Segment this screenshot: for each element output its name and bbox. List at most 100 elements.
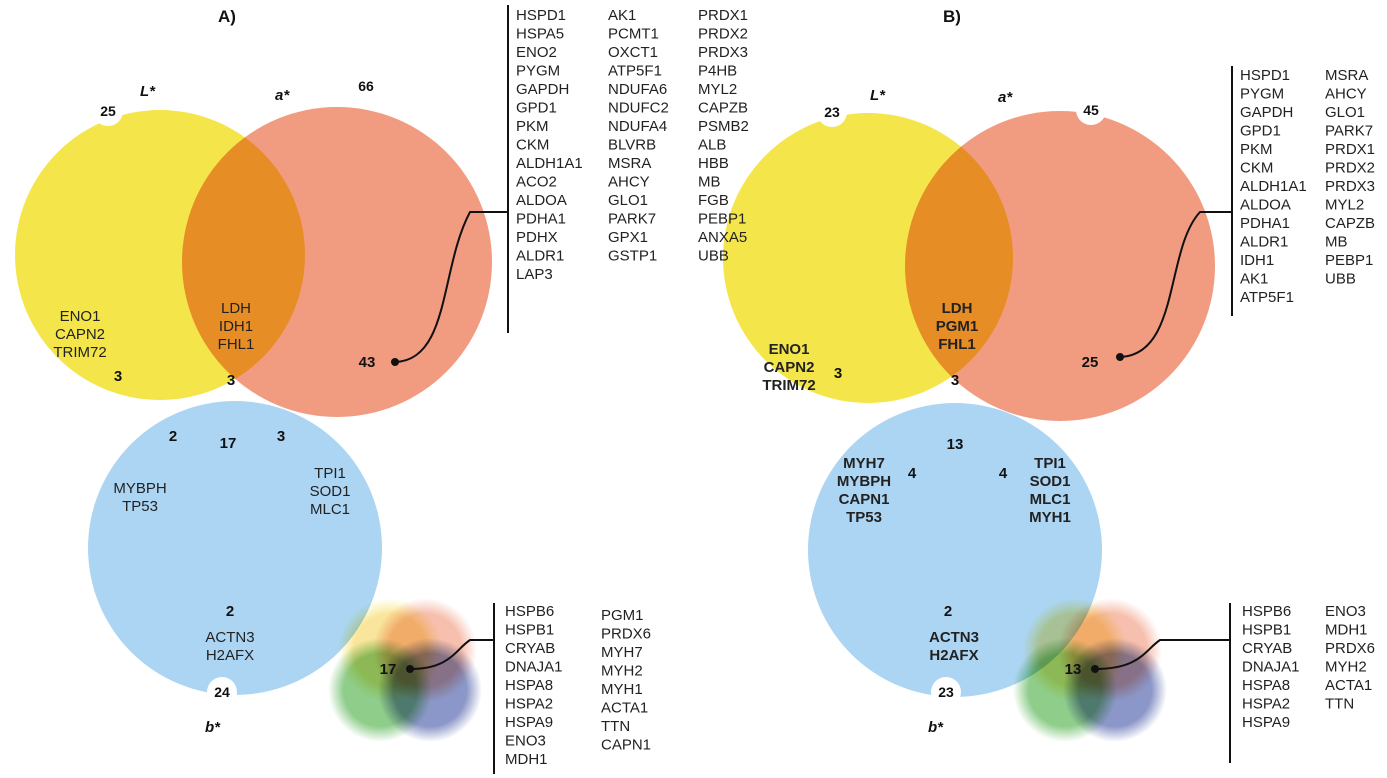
gene-list-item: PRDX2 <box>1325 160 1375 177</box>
gene-list-item: PKM <box>516 118 549 135</box>
gene-list-item: PEBP1 <box>1325 252 1373 269</box>
total-b: 23 <box>938 684 954 700</box>
gene-list-item: CRYAB <box>505 640 555 657</box>
gene-list-item: HSPD1 <box>1240 67 1290 84</box>
gene-list-item: DNAJA1 <box>1242 659 1300 676</box>
gene-list-item: HSPA9 <box>1242 714 1290 731</box>
gene-list-item: ATP5F1 <box>608 63 662 80</box>
mini-venn <box>1013 598 1167 742</box>
gene-list-item: ALDOA <box>516 192 567 209</box>
gene-list-item: PRDX2 <box>698 26 748 43</box>
gene-label: PGM1 <box>936 318 979 335</box>
gene-list-item: BLVRB <box>608 137 656 154</box>
gene-label: MLC1 <box>1030 491 1071 508</box>
gene-list-item: HSPD1 <box>516 7 566 24</box>
gene-list-item: PEBP1 <box>698 211 746 228</box>
gene-list-item: ALDR1 <box>1240 234 1288 251</box>
gene-list-item: CRYAB <box>1242 640 1292 657</box>
gene-label: MYH7 <box>843 455 885 472</box>
gene-list-item: ALDR1 <box>516 248 564 265</box>
gene-label: LDH <box>942 300 973 317</box>
gene-list-item: ALDOA <box>1240 197 1291 214</box>
gene-list-item: MYH1 <box>601 681 643 698</box>
gene-label: TPI1 <box>314 465 346 482</box>
gene-list-item: ENO2 <box>516 44 557 61</box>
gene-list-item: MYL2 <box>1325 197 1364 214</box>
gene-list-item: HSPA2 <box>505 696 553 713</box>
gene-label: CAPN2 <box>55 326 105 343</box>
panel-title: B) <box>943 7 961 26</box>
gene-list-item: NDUFA6 <box>608 81 667 98</box>
gene-list-item: HSPB6 <box>1242 603 1291 620</box>
gene-list-item: MB <box>698 174 721 191</box>
total-badge-a <box>1076 95 1106 125</box>
gene-list-item: PDHA1 <box>1240 215 1290 232</box>
gene-list-item: AK1 <box>608 7 636 24</box>
total-badge-L <box>93 96 123 126</box>
gene-list-item: TTN <box>601 718 630 735</box>
total-L: 23 <box>824 104 840 120</box>
gene-list-item: NDUFA4 <box>608 118 667 135</box>
mini-count-all: 13 <box>1065 661 1082 678</box>
gene-list-item: MYL2 <box>698 81 737 98</box>
gene-label: TP53 <box>846 509 882 526</box>
gene-label: CAPN2 <box>764 359 815 376</box>
gene-list-item: CAPN1 <box>601 737 651 754</box>
gene-list-item: GAPDH <box>1240 104 1293 121</box>
panel-a-gene-list: HSPD1HSPA5ENO2PYGMGAPDHGPD1PKMCKMALDH1A1… <box>516 7 749 283</box>
gene-label: H2AFX <box>206 647 254 664</box>
gene-list-item: PRDX6 <box>601 626 651 643</box>
total-b: 24 <box>214 684 230 700</box>
total-badge-L <box>817 97 847 127</box>
gene-list-item: ALB <box>698 137 726 154</box>
gene-list-item: GPD1 <box>1240 123 1281 140</box>
gene-label: ACTN3 <box>205 629 254 646</box>
gene-label: IDH1 <box>219 318 253 335</box>
total-badge-a <box>351 71 381 101</box>
gene-list-item: PYGM <box>516 63 560 80</box>
count-only-b: 2 <box>944 603 952 620</box>
gene-list-item: PRDX3 <box>1325 178 1375 195</box>
gene-list-item: HSPA8 <box>1242 677 1290 694</box>
gene-list-item: AK1 <box>1240 271 1268 288</box>
gene-label: TP53 <box>122 498 158 515</box>
total-badge-b <box>207 677 237 707</box>
gene-label: TRIM72 <box>53 344 106 361</box>
gene-list-item: PYGM <box>1240 86 1284 103</box>
connector-line <box>1119 211 1231 358</box>
count-L-a: 3 <box>227 372 235 389</box>
gene-label: ENO1 <box>769 341 810 358</box>
count-all: 17 <box>220 435 237 452</box>
gene-list-item: FGB <box>698 192 729 209</box>
label-a: a* <box>998 89 1013 106</box>
connector-line <box>1094 639 1229 670</box>
panel-b: B) 23 45 23 L* a* b* 3 25 2 3 4 4 13 ENO… <box>723 7 1375 763</box>
gene-list-item: PDHX <box>516 229 558 246</box>
gene-label: MYBPH <box>113 480 166 497</box>
gene-list-item: PDHA1 <box>516 211 566 228</box>
gene-list-item: ENO3 <box>1325 603 1366 620</box>
gene-list-item: CKM <box>1240 160 1273 177</box>
gene-list-item: MB <box>1325 234 1348 251</box>
gene-list-item: P4HB <box>698 63 737 80</box>
circle-b <box>88 401 382 695</box>
count-only-b: 2 <box>226 603 234 620</box>
mini-count-all: 17 <box>380 661 397 678</box>
circle-b <box>808 403 1102 697</box>
gene-list-item: MYH2 <box>601 663 643 680</box>
count-only-a: 25 <box>1082 354 1099 371</box>
circle-a <box>182 107 492 417</box>
gene-list-item: HSPA5 <box>516 26 564 43</box>
gene-label: SOD1 <box>1030 473 1071 490</box>
count-L-a: 3 <box>951 372 959 389</box>
gene-list-item: CKM <box>516 137 549 154</box>
count-a-b: 4 <box>999 465 1008 482</box>
panel-a: A) 25 66 24 L* a* b* 3 43 2 3 2 3 17 ENO… <box>15 5 651 774</box>
gene-list-item: PRDX3 <box>698 44 748 61</box>
gene-label: MLC1 <box>310 501 350 518</box>
gene-list-item: MSRA <box>608 155 651 172</box>
gene-list-item: MYH7 <box>601 644 643 661</box>
count-only-L: 3 <box>114 368 122 385</box>
gene-list-item: PARK7 <box>1325 123 1373 140</box>
